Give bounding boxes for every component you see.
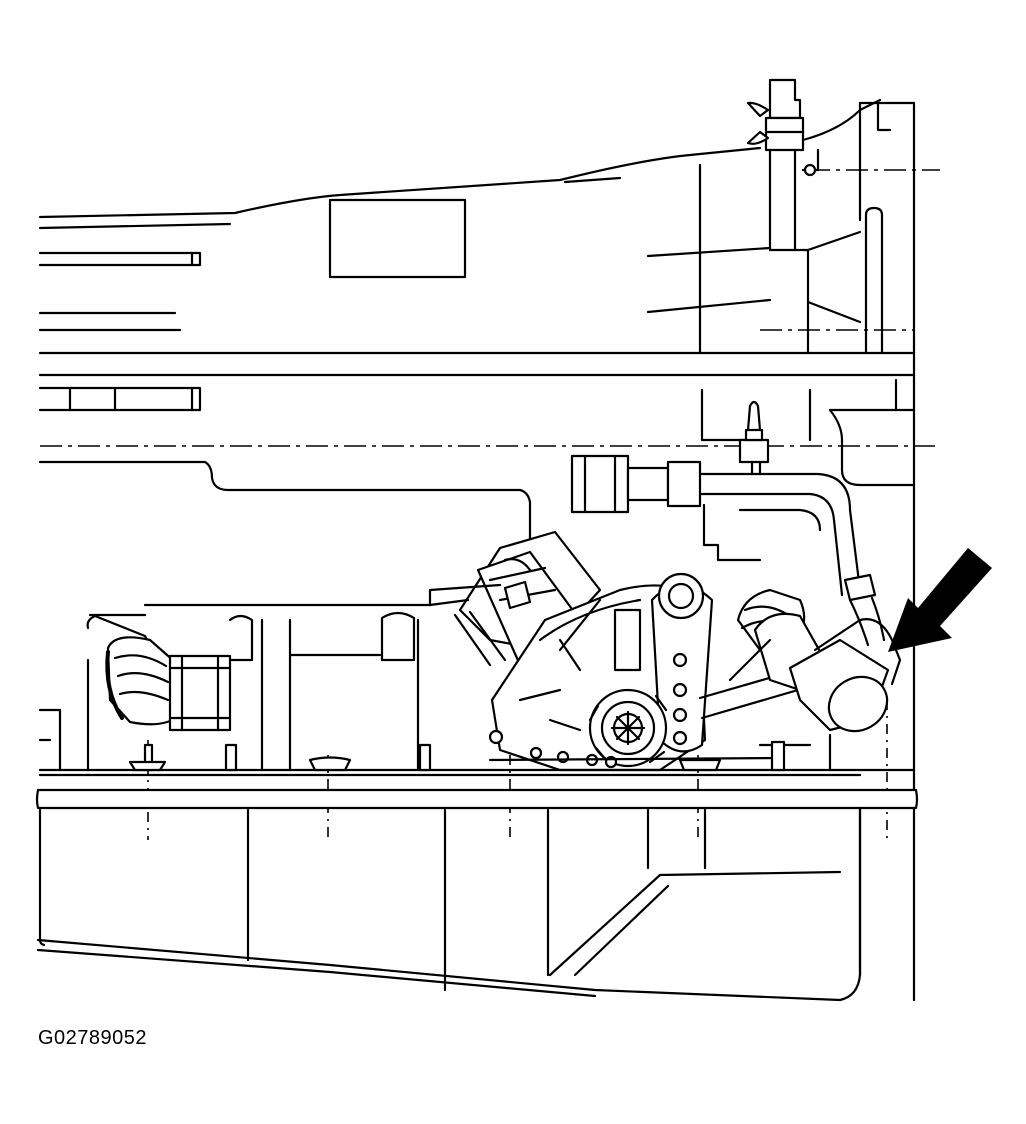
left-fitting [88, 616, 230, 730]
vent-fitting [748, 80, 880, 250]
transmission-case-upper [40, 103, 914, 1000]
pan-rail [40, 605, 914, 775]
cooler-fitting [730, 590, 900, 742]
manual-lever-assembly [490, 574, 798, 770]
figure-id-label: G02789052 [38, 1027, 148, 1049]
cooler-line [572, 402, 884, 645]
arrow-callout-icon [888, 548, 992, 652]
oil-pan [37, 790, 917, 1000]
